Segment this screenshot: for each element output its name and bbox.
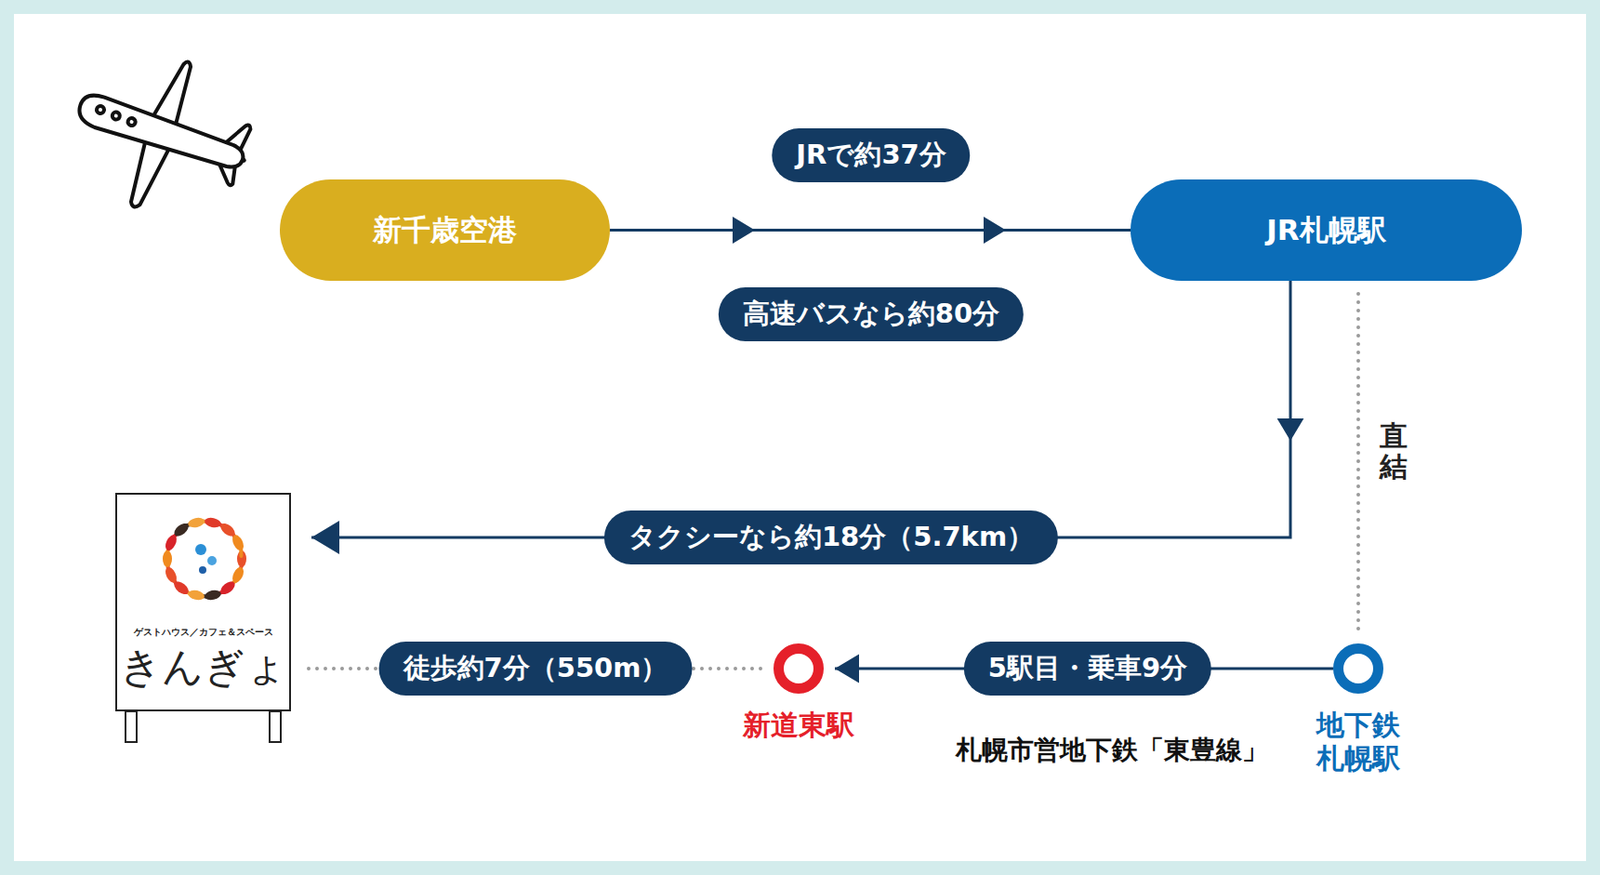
arrowhead [834,653,860,683]
signboard-subtitle: ゲストハウス／カフェ＆スペース [133,626,274,639]
arrowhead [1277,418,1305,441]
terminal-pill: JR札幌駅 [1130,179,1522,281]
goldfish-logo [162,515,247,602]
arrowhead [732,216,755,244]
route-label: 高速バスなら約80分 [718,287,1024,342]
terminal-pill: 新千歳空港 [279,179,610,281]
goldfish-tail [238,549,243,556]
airplane-window [127,117,137,127]
route-label: 徒歩約7分（550m） [379,641,693,696]
bubble [198,566,207,574]
route-label: 5駅目・乗車9分 [964,641,1212,696]
airplane-window [95,105,106,115]
connector [609,216,1131,244]
route-label: タクシーなら約18分（5.7km） [604,510,1058,565]
station-label: 新道東駅 [742,708,855,742]
station-ring [773,643,824,694]
signboard-leg [269,711,281,742]
route-label: JRで約37分 [771,128,970,183]
signboard-legs [125,711,281,742]
goldfish [163,565,180,585]
signboard-leg [125,711,137,742]
line-name: 札幌市営地下鉄「東豊線」 [955,732,1269,768]
airplane-body [75,91,249,174]
signboard-name: きんぎょ [119,644,288,689]
airplane-window [111,110,121,120]
signboard: ゲストハウス／カフェ＆スペースきんぎょ [115,492,291,712]
arrowhead [983,216,1006,244]
station-name: 新千歳空港 [372,211,517,251]
goldfish [203,515,223,529]
connector-line [609,228,1131,232]
station-ring [1333,643,1384,694]
connector-line [311,280,1291,538]
station-name: JR札幌駅 [1266,211,1386,251]
station-marker: 新道東駅 [705,643,892,742]
goldfish [186,588,206,602]
station-marker: 地下鉄 札幌駅 [1265,643,1452,776]
connector-line [1356,293,1361,631]
goldfish [230,532,247,553]
route-label: 直結 [1379,420,1408,482]
bubble [207,555,217,566]
connector [1358,293,1360,631]
airplane-icon [55,34,268,235]
airplane-wing [152,56,196,125]
arrowhead [311,520,340,555]
station-label: 地下鉄 札幌駅 [1312,708,1405,776]
bubble [195,543,207,556]
